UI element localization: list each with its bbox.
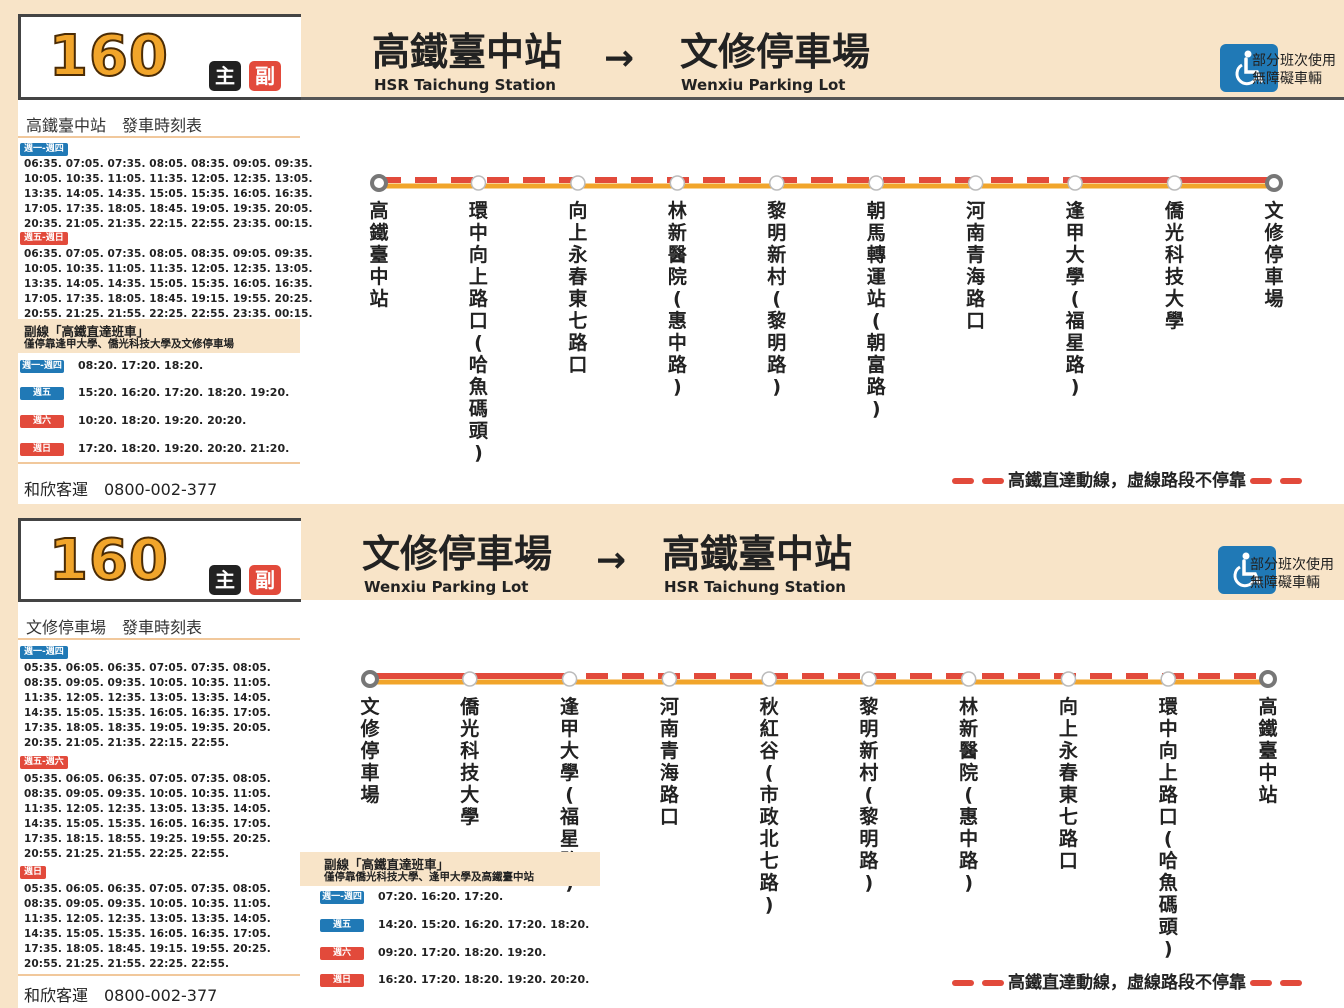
route-line bbox=[361, 670, 1277, 688]
stop-marker bbox=[1259, 670, 1277, 688]
stop-marker bbox=[861, 671, 877, 687]
stop-name: 高鐵臺中站 bbox=[1258, 696, 1278, 806]
stop-name: 文修停車場 bbox=[360, 696, 380, 806]
fri-sat-times: 05:35. 06:05. 06:35. 07:05. 07:35. 08:05… bbox=[24, 773, 271, 860]
schedule-panel: 文修停車場 發車時刻表 週一-週四 05:35. 06:05. 06:35. 0… bbox=[18, 602, 300, 1008]
stop-name: 向上永春東七路口 bbox=[1058, 696, 1078, 872]
stop-name: 林新醫院(惠中路) bbox=[667, 200, 687, 398]
legend: 高鐵直達動線，虛線路段不停靠 bbox=[948, 466, 1306, 491]
origin-station-en: Wenxiu Parking Lot bbox=[364, 578, 529, 596]
schedule-title: 文修停車場 發車時刻表 bbox=[26, 618, 203, 637]
wheelchair-icon bbox=[1218, 546, 1276, 594]
stop-name: 僑光科技大學 bbox=[460, 696, 480, 828]
main-line-badge: 主 bbox=[209, 61, 241, 91]
stop-marker bbox=[470, 175, 487, 191]
stop-marker bbox=[661, 671, 678, 687]
destination-station-en: Wenxiu Parking Lot bbox=[681, 76, 846, 94]
route-number: 160 bbox=[48, 24, 169, 90]
stop-marker bbox=[570, 175, 586, 191]
destination-station: 高鐵臺中站 bbox=[662, 532, 853, 576]
weekend-label: 週五-週日 bbox=[20, 232, 68, 245]
stop-marker bbox=[761, 671, 777, 687]
stop-marker bbox=[868, 175, 884, 191]
direction-arrow-icon: → bbox=[596, 540, 627, 581]
stop-name: 僑光科技大學 bbox=[1165, 200, 1185, 332]
stop-name: 林新醫院(惠中路) bbox=[959, 696, 979, 894]
sub-line-badge: 副 bbox=[249, 565, 281, 595]
accessibility-note: 部分班次使用無障礙車輛 bbox=[1252, 53, 1336, 87]
stop-marker bbox=[769, 175, 785, 191]
schedule-panel: 高鐵臺中站 發車時刻表 週一-週四 06:35. 07:05. 07:35. 0… bbox=[18, 100, 313, 504]
stop-marker bbox=[967, 175, 984, 191]
stop-marker bbox=[960, 671, 977, 687]
stop-name: 黎明新村(黎明路) bbox=[767, 200, 787, 398]
direction-arrow-icon: → bbox=[604, 38, 635, 79]
route-number: 160 bbox=[48, 528, 169, 594]
stop-name: 文修停車場 bbox=[1264, 200, 1284, 310]
operator-contact: 和欣客運 0800-002-377 bbox=[24, 480, 218, 499]
main-line-badge: 主 bbox=[209, 565, 241, 595]
stop-name: 高鐵臺中站 bbox=[369, 200, 389, 310]
destination-station: 文修停車場 bbox=[680, 30, 871, 74]
stop-marker bbox=[361, 670, 379, 688]
route-map: 高鐵臺中站 環中向上路口(哈魚碼頭) 向上永春東七路口 林新醫院(惠中路) 黎明新村(黎… bbox=[300, 100, 1344, 504]
stop-marker bbox=[561, 671, 578, 687]
stop-marker bbox=[1067, 175, 1083, 191]
origin-station-en: HSR Taichung Station bbox=[374, 76, 556, 94]
stop-name: 環中向上路口(哈魚碼頭) bbox=[1158, 696, 1178, 960]
stop-name: 黎明新村(黎明路) bbox=[859, 696, 879, 894]
stop-marker bbox=[370, 174, 388, 192]
weekday-times: 06:35. 07:05. 07:35. 08:05. 08:35. 09:05… bbox=[24, 158, 313, 230]
stop-marker bbox=[1060, 671, 1077, 687]
sub-line-note: 副線「高鐵直達班車」 僅停靠逢甲大學、僑光科技大學及文修停車場 bbox=[18, 319, 300, 353]
stop-name: 環中向上路口(哈魚碼頭) bbox=[468, 200, 488, 464]
stop-name: 河南青海路口 bbox=[659, 696, 679, 828]
stop-name: 河南青海路口 bbox=[966, 200, 986, 332]
stop-marker bbox=[1166, 175, 1183, 191]
weekday-label: 週一-週四 bbox=[20, 143, 68, 156]
origin-station: 高鐵臺中站 bbox=[372, 30, 563, 74]
origin-station: 文修停車場 bbox=[362, 532, 553, 576]
stop-marker bbox=[462, 671, 478, 687]
fri-sat-label: 週五-週六 bbox=[20, 756, 68, 769]
header-band bbox=[300, 0, 1344, 100]
stop-marker bbox=[669, 175, 686, 191]
destination-station-en: HSR Taichung Station bbox=[664, 578, 846, 596]
stop-name: 向上永春東七路口 bbox=[568, 200, 588, 376]
weekday-label: 週一-週四 bbox=[20, 646, 68, 659]
sunday-label: 週日 bbox=[20, 866, 47, 879]
stop-name: 逢甲大學(福星路) bbox=[1065, 200, 1085, 398]
sub-line-note: 副線「高鐵直達班車」 僅停靠僑光科技大學、逢甲大學及高鐵臺中站 bbox=[300, 852, 600, 886]
schedule-title: 高鐵臺中站 發車時刻表 bbox=[26, 116, 203, 135]
weekday-times: 05:35. 06:05. 06:35. 07:05. 07:35. 08:05… bbox=[24, 662, 271, 749]
stop-name: 秋紅谷(市政北七路) bbox=[759, 696, 779, 916]
sunday-times: 05:35. 06:05. 06:35. 07:05. 07:35. 08:05… bbox=[24, 883, 271, 970]
sub-line-badge: 副 bbox=[249, 61, 281, 91]
header-band bbox=[300, 504, 1344, 600]
weekend-times: 06:35. 07:05. 07:35. 08:05. 08:35. 09:05… bbox=[24, 248, 313, 320]
outbound-panel: 160 主 副 高鐵臺中站 HSR Taichung Station → 文修停… bbox=[0, 0, 1344, 504]
inbound-panel: 160 主 副 文修停車場 Wenxiu Parking Lot → 高鐵臺中站… bbox=[0, 504, 1344, 1008]
operator-contact: 和欣客運 0800-002-377 bbox=[24, 986, 218, 1005]
wheelchair-icon bbox=[1220, 44, 1278, 92]
route-box: 160 主 副 bbox=[18, 14, 301, 100]
route-line bbox=[370, 174, 1283, 192]
route-map: 文修停車場僑光科技大學逢甲大學(福星路)河南青海路口秋紅谷(市政北七路)黎明新村… bbox=[300, 600, 1344, 1008]
stop-name: 朝馬轉運站(朝富路) bbox=[866, 200, 886, 420]
stop-marker bbox=[1265, 174, 1283, 192]
accessibility-note: 部分班次使用無障礙車輛 bbox=[1250, 557, 1334, 591]
route-box: 160 主 副 bbox=[18, 518, 301, 602]
stop-marker bbox=[1160, 671, 1176, 687]
legend: 高鐵直達動線，虛線路段不停靠 bbox=[948, 968, 1306, 993]
